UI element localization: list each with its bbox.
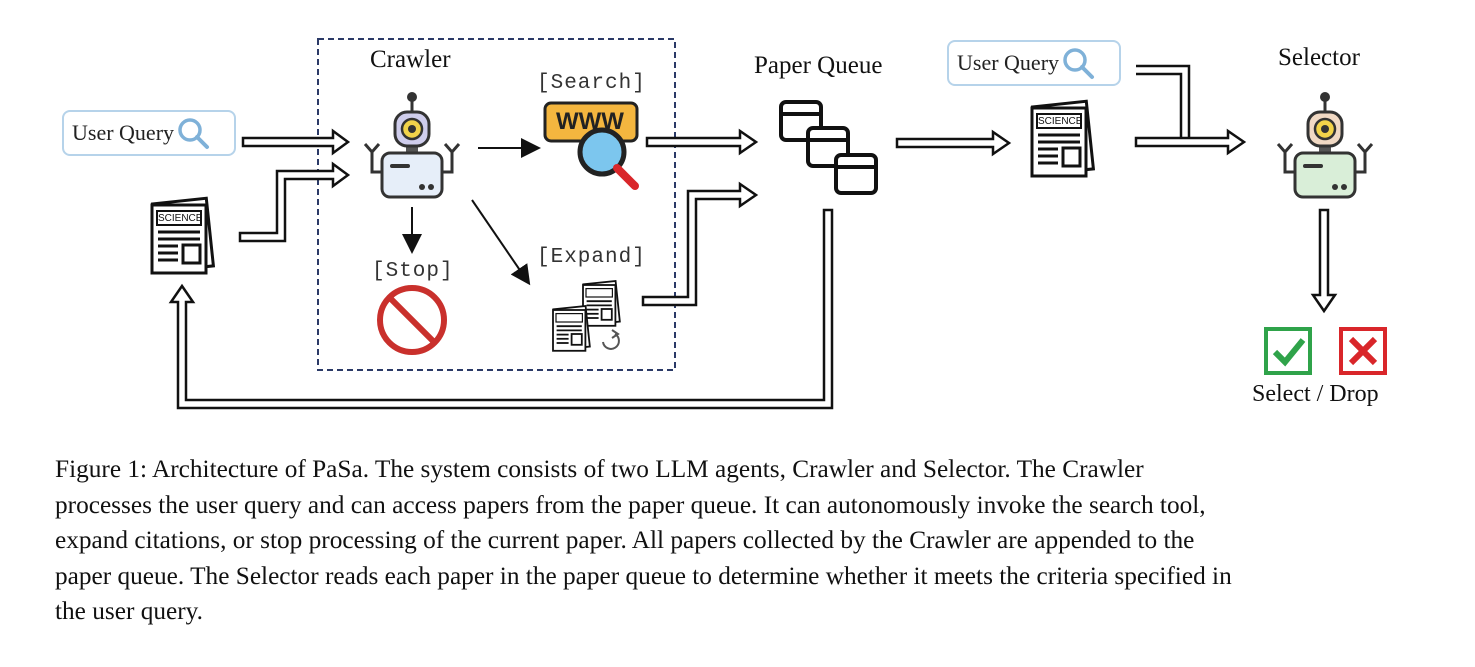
caption-line-4: paper queue. The Selector reads each pap…	[55, 561, 1232, 590]
diagram-graphics	[150, 38, 1387, 410]
crawler-label: Crawler	[370, 46, 451, 73]
expand-paper-icon-2	[552, 305, 591, 352]
search-icon	[178, 118, 210, 149]
user-query-label-left: User Query	[72, 120, 175, 145]
paper-queue-icon	[779, 100, 878, 195]
selector-label: Selector	[1278, 44, 1360, 71]
input-paper-icon	[150, 196, 215, 275]
expand-paper-icon-1	[582, 280, 621, 327]
search-action-label: [Search]	[537, 72, 646, 95]
caption-line-5: the user query.	[55, 597, 203, 625]
user-query-box-left: User Query	[62, 110, 236, 156]
crawler-boundary	[317, 38, 676, 371]
drop-cross-icon	[1339, 327, 1387, 375]
select-check-icon	[1264, 327, 1312, 375]
caption-line-2: processes the user query and can access …	[55, 490, 1206, 519]
stop-icon	[377, 285, 447, 355]
hollow-arrows	[168, 64, 1338, 410]
figure-caption: Figure 1: Architecture of PaSa. The syst…	[55, 452, 1420, 630]
user-query-box-right: User Query	[947, 40, 1121, 86]
science-label-left: SCIENCE	[158, 213, 203, 224]
www-text: WWW	[556, 108, 624, 135]
expand-cycle-icon	[602, 333, 620, 350]
crawler-action-arrows	[402, 138, 541, 286]
science-label-right: SCIENCE	[1038, 116, 1083, 127]
user-query-label-right: User Query	[957, 50, 1060, 75]
caption-line-3: expand citations, or stop processing of …	[55, 526, 1195, 554]
queued-paper-icon	[1030, 99, 1095, 178]
www-search-icon	[543, 101, 639, 190]
paper-queue-label: Paper Queue	[754, 52, 883, 79]
pasa-architecture-diagram: Crawler Selector Paper Queue [Search] [E…	[62, 38, 1387, 410]
caption-line-1: Figure 1: Architecture of PaSa. The syst…	[55, 455, 1144, 483]
search-icon	[1063, 48, 1095, 79]
expand-action-label: [Expand]	[537, 246, 646, 269]
select-drop-label: Select / Drop	[1252, 381, 1379, 407]
stop-action-label: [Stop]	[372, 260, 454, 283]
